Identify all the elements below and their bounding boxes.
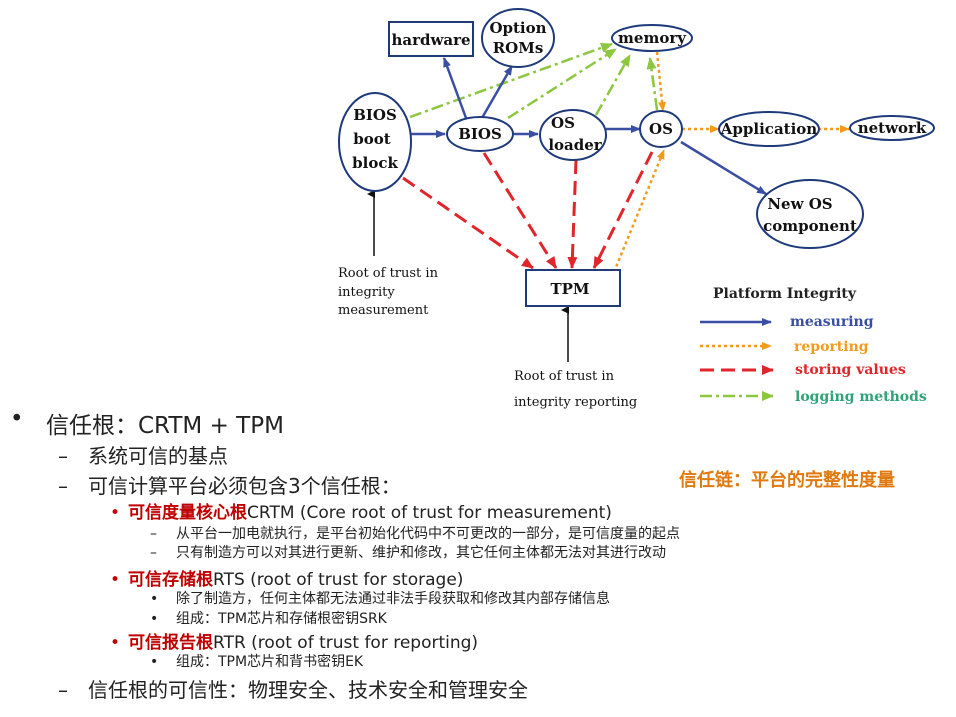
node-bios-boot-block-label-2: boot [353,130,390,148]
reporting-arrows [612,51,850,273]
legend-label-measuring: measuring [790,314,874,330]
rts-sub-2-text: 组成：TPM芯片和存储根密钥SRK [176,611,387,627]
legend-label-reporting: reporting [794,339,869,355]
crtm-sub-1-text: 从平台一加电就执行，是平台初始化代码中不可更改的一部分，是可信度量的起点 [176,526,680,542]
rts-desc: RTS (root of trust for storage) [213,570,464,590]
node-network: network [849,115,935,141]
node-network-label: network [858,119,927,137]
root-pointers [367,190,569,362]
node-tpm: TPM [525,269,621,307]
note-rtr-line-1: Root of trust in [514,369,615,384]
node-option-roms: Option ROMs [481,8,555,68]
rts-sub-1: • 除了制造方，任何主体都无法通过非法手段获取和修改其内部存储信息 [150,588,610,608]
node-bios-boot-block-label-1: BIOS [353,106,397,124]
dash-icon: – [58,474,68,498]
crtm-desc: CRTM (Core root of trust for measurement… [247,503,612,523]
bullet-icon: • [110,503,121,523]
legend-item-logging-methods: logging methods [700,389,927,405]
outline-root-text: 信任根：CRTM + TPM [46,413,284,439]
node-option-roms-label-2: ROMs [493,39,544,57]
outline-crtm: • 可信度量核心根CRTM (Core root of trust for mea… [110,498,612,523]
node-os-loader-label-2: loader [548,136,602,154]
rtr-term: 可信报告根 [128,633,213,653]
outline-must-text: 可信计算平台必须包含3个信任根： [88,474,401,498]
legend-label-storing-values: storing values [795,362,906,378]
dash-icon: – [150,545,157,561]
node-os-loader: OS loader [539,109,607,161]
outline-rts: • 可信存储根RTS (root of trust for storage) [110,565,463,590]
crtm-sub-1: – 从平台一加电就执行，是平台初始化代码中不可更改的一部分，是可信度量的起点 [150,523,680,543]
node-new-os-component-label-1: New OS [767,195,832,213]
node-new-os-component: New OS component [756,179,864,249]
outline-reliability: –信任根的可信性：物理安全、技术安全和管理安全 [58,674,528,703]
bullet-icon: • [150,611,159,627]
legend-item-reporting: reporting [700,339,869,355]
node-application: Application [718,111,820,147]
note-rtm-line-3: measurement [338,303,429,318]
node-tpm-label: TPM [550,280,589,298]
rtr-sub-1: • 组成：TPM芯片和背书密钥EK [150,651,363,671]
node-bios: BIOS [446,116,514,152]
outline-reliability-text: 信任根的可信性：物理安全、技术安全和管理安全 [88,678,528,702]
legend-label-logging-methods: logging methods [795,389,927,405]
crtm-sub-2-text: 只有制造方可以对其进行更新、维护和修改，其它任何主体都无法对其进行改动 [176,545,666,561]
node-os-loader-label-1: OS [551,114,575,132]
crtm-sub-2: – 只有制造方可以对其进行更新、维护和修改，其它任何主体都无法对其进行改动 [150,542,666,562]
outline-root: • 信任根：CRTM + TPM [10,406,284,440]
node-memory: memory [611,24,693,52]
trust-chain-diagram: hardware Option ROMs memory BIOS boot bl… [338,8,935,410]
node-bios-boot-block-label-3: block [352,154,398,172]
bullet-icon: • [110,633,121,653]
bullet-icon: • [10,406,24,432]
note-root-of-trust-measurement: Root of trust in integrity measurement [338,266,439,318]
outline-rtr: • 可信报告根RTR (root of trust for reporting) [110,628,478,653]
legend-item-storing-values: storing values [700,362,906,378]
bullet-icon: • [110,570,121,590]
outline-basis-text: 系统可信的基点 [88,444,228,468]
storing-arrows [402,151,654,270]
note-rtm-line-2: integrity [338,285,395,300]
rts-sub-1-text: 除了制造方，任何主体都无法通过非法手段获取和修改其内部存储信息 [176,591,610,607]
node-os-label: OS [649,120,673,138]
note-rtr-line-2: integrity reporting [514,395,637,410]
node-application-label: Application [720,120,817,138]
node-bios-label: BIOS [458,125,502,143]
dash-icon: – [150,526,157,542]
legend: Platform Integrity measuring reporting s… [700,286,927,405]
outline-must: –可信计算平台必须包含3个信任根： [58,470,401,499]
node-bios-boot-block: BIOS boot block [338,92,412,192]
bullet-icon: • [150,591,159,607]
measuring-arrows [411,57,767,196]
outline-basis: –系统可信的基点 [58,440,228,469]
logging-arrows [409,42,659,120]
node-os: OS [639,110,683,148]
node-option-roms-label-1: Option [489,19,546,37]
dash-icon: – [58,678,68,702]
legend-title: Platform Integrity [713,286,857,302]
rtr-desc: RTR (root of trust for reporting) [213,633,479,653]
node-hardware-label: hardware [391,31,470,49]
dash-icon: – [58,444,68,468]
trust-chain-caption: 信任链：平台的完整性度量 [679,470,895,491]
note-rtm-line-1: Root of trust in [338,266,439,281]
note-root-of-trust-reporting: Root of trust in integrity reporting [514,369,637,410]
node-memory-label: memory [618,29,687,47]
crtm-term: 可信度量核心根 [128,503,247,523]
bullet-icon: • [150,654,159,670]
node-hardware: hardware [388,21,474,57]
rts-term: 可信存储根 [128,570,213,590]
rts-sub-2: • 组成：TPM芯片和存储根密钥SRK [150,608,387,628]
legend-item-measuring: measuring [700,314,874,330]
rtr-sub-1-text: 组成：TPM芯片和背书密钥EK [176,654,364,670]
node-new-os-component-label-2: component [763,217,857,235]
